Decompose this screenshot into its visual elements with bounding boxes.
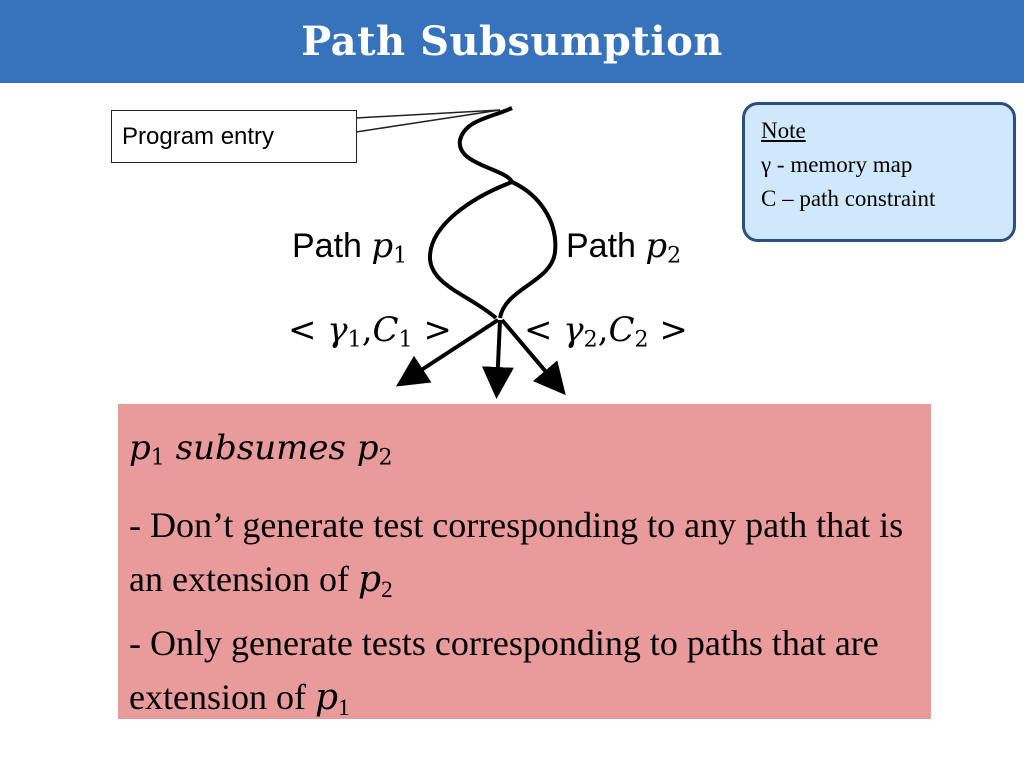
arrow-right — [500, 318, 566, 396]
branch-p1 — [427, 180, 513, 320]
subsumes-heading: p1 subsumes p2 — [129, 428, 393, 471]
path-p2-label: Path p2 — [566, 226, 681, 269]
bullet-only-generate: - Only generate tests corresponding to p… — [129, 623, 879, 722]
path-p1-word: Path — [292, 227, 362, 265]
slide-title: Path Subsumption — [301, 18, 723, 65]
note-box: Note γ - memory map C – path constraint — [742, 102, 1016, 242]
state-p2-label: < γ2,C2 > — [524, 310, 688, 353]
conclusion-box: p1 subsumes p2 - Don’t generate test cor… — [118, 404, 931, 721]
note-c-line: C – path constraint — [761, 186, 936, 211]
callout-text: Program entry — [122, 122, 275, 150]
branch-p2 — [498, 180, 558, 319]
path-p1-label: Path p1 — [292, 226, 407, 269]
state-p1-label: < γ1,C1 > — [288, 310, 452, 353]
path-p2-var: p2 — [645, 226, 682, 269]
arrow-middle — [481, 319, 514, 399]
callout-pointer — [355, 109, 501, 133]
note-heading: Note — [761, 118, 806, 143]
program-entry-callout: Program entry — [111, 110, 357, 163]
entry-path — [457, 106, 514, 184]
path-p2-word: Path — [566, 227, 636, 265]
path-p1-var: p1 — [371, 226, 408, 269]
arrow-left — [395, 318, 500, 387]
note-gamma-line: γ - memory map — [761, 152, 913, 177]
bullet-dont-generate: - Don’t generate test corresponding to a… — [129, 504, 904, 603]
slide-header: Path Subsumption — [0, 0, 1024, 83]
